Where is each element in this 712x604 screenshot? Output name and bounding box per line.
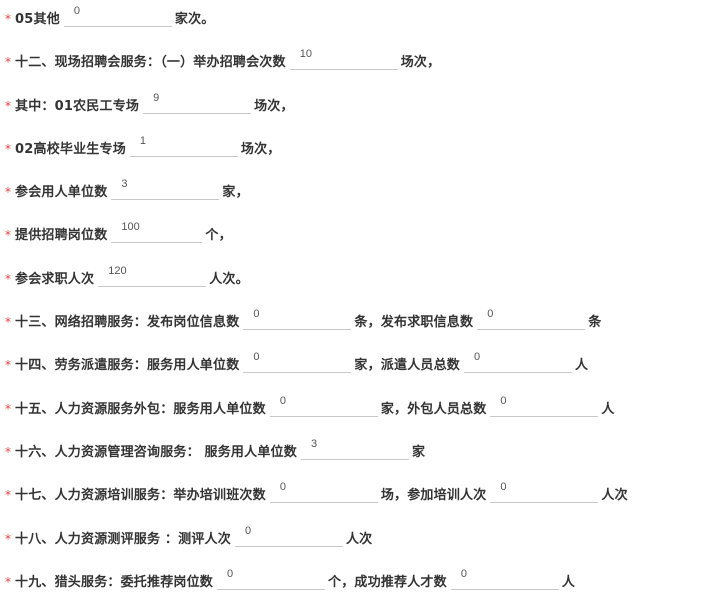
required-asterisk-icon: * (5, 574, 11, 589)
form-row: * 提供招聘岗位数 100 个， (0, 214, 712, 257)
unit-label: 家 (411, 444, 426, 460)
input-value: 0 (73, 5, 81, 17)
form-row: * 02高校毕业生专场 1 场次， (0, 128, 712, 171)
input-value: 0 (500, 394, 507, 407)
unit-label: 个， (205, 228, 232, 244)
number-input[interactable]: 120 (98, 265, 207, 287)
number-input[interactable]: 0 (490, 395, 599, 417)
unit-label: 场次， (240, 141, 281, 157)
number-input[interactable]: 1 (129, 135, 238, 157)
input-value: 0 (279, 481, 286, 494)
number-input[interactable]: 0 (217, 568, 326, 590)
form-row: * 十四、劳务派遣服务：服务用人单位数 0 家，派遣人员总数 0 人 (0, 344, 712, 387)
input-value: 3 (121, 178, 128, 191)
form-row: * 十九、猎头服务：委托推荐岗位数 0 个，成功推荐人才数 0 人 (0, 561, 712, 604)
form-row: * 参会用人单位数 3 家， (0, 171, 712, 214)
input-value: 0 (279, 394, 286, 407)
unit-label: 人 (561, 574, 576, 590)
form-row: * 十六、人力资源管理咨询服务： 服务用人单位数 3 家 (0, 431, 712, 474)
number-input[interactable]: 0 (490, 481, 599, 504)
input-value: 120 (108, 264, 127, 277)
number-input[interactable]: 0 (243, 308, 352, 331)
form-row: * 其中：01农民工专场 9 场次， (0, 84, 712, 127)
required-asterisk-icon: * (5, 444, 11, 459)
number-input[interactable]: 0 (477, 308, 586, 331)
unit-label: 人次 (601, 488, 628, 504)
required-asterisk-icon: * (5, 141, 11, 156)
field-label: 十二、现场招聘会服务：（一）举办招聘会次数 (15, 55, 286, 71)
input-value: 0 (474, 351, 481, 364)
required-asterisk-icon: * (5, 315, 11, 330)
form-row: * 十五、人力资源服务外包：服务用人单位数 0 家，外包人员总数 0 人 (0, 387, 712, 430)
form-row: * 十二、现场招聘会服务：（一）举办招聘会次数 10 场次， (0, 41, 712, 84)
form-row: * 十八、人力资源测评服务 ：测评人次 0 人次 (0, 517, 712, 560)
required-asterisk-icon: * (5, 401, 11, 416)
required-asterisk-icon: * (5, 358, 11, 373)
required-asterisk-icon: * (5, 185, 11, 200)
input-value: 0 (227, 567, 234, 580)
field-label: 02高校毕业生专场 (15, 141, 126, 157)
input-value: 9 (153, 91, 160, 104)
unit-label: 家次。 (174, 12, 215, 27)
unit-label: 场次， (400, 55, 441, 71)
required-asterisk-icon: * (5, 98, 11, 113)
unit-label: 人 (601, 401, 615, 417)
field-label: 十六、人力资源管理咨询服务： 服务用人单位数 (15, 444, 297, 460)
required-asterisk-icon: * (5, 55, 11, 70)
input-value: 100 (121, 221, 140, 234)
required-asterisk-icon: * (5, 271, 11, 286)
form-row: * 十七、人力资源培训服务：举办培训班次数 0 场，参加培训人次 0 人次 (0, 474, 712, 517)
unit-label: 人次。 (209, 271, 249, 287)
field-label: 十三、网络招聘服务：发布岗位信息数 (15, 315, 240, 331)
unit-label: 家，外包人员总数 (380, 401, 487, 417)
number-input[interactable]: 100 (111, 221, 203, 244)
field-label: 其中：01农民工专场 (15, 98, 140, 114)
required-asterisk-icon: * (5, 12, 11, 26)
required-asterisk-icon: * (5, 488, 11, 503)
field-label: 参会用人单位数 (15, 185, 108, 201)
input-value: 0 (253, 308, 260, 321)
input-value: 3 (310, 437, 318, 450)
number-input[interactable]: 0 (243, 351, 352, 374)
field-label: 十五、人力资源服务外包：服务用人单位数 (15, 401, 266, 417)
number-input[interactable]: 0 (464, 351, 573, 374)
input-value: 0 (253, 351, 260, 364)
input-value: 0 (244, 524, 252, 537)
input-value: 0 (487, 308, 494, 321)
unit-label: 人 (575, 358, 589, 374)
input-value: 10 (299, 48, 312, 61)
unit-label: 场，参加培训人次 (380, 488, 487, 504)
unit-label: 人次 (345, 531, 373, 547)
input-value: 0 (460, 567, 467, 580)
number-input[interactable]: 0 (450, 568, 559, 590)
unit-label: 个，成功推荐人才数 (328, 574, 447, 590)
field-label: 十八、人力资源测评服务 ：测评人次 (15, 531, 231, 547)
number-input[interactable]: 3 (300, 438, 409, 460)
field-label: 提供招聘岗位数 (15, 228, 108, 244)
number-input[interactable]: 10 (289, 48, 398, 71)
required-asterisk-icon: * (5, 228, 11, 243)
field-label: 十七、人力资源培训服务：举办培训班次数 (15, 488, 266, 504)
number-input[interactable]: 0 (269, 395, 378, 417)
input-value: 0 (500, 481, 507, 494)
number-input[interactable]: 0 (234, 525, 343, 547)
unit-label: 条 (588, 315, 602, 331)
field-label: 05其他 (15, 12, 60, 27)
field-label: 十四、劳务派遣服务：服务用人单位数 (15, 358, 240, 374)
form-row: * 05其他 0 家次。 (0, 5, 712, 41)
unit-label: 家， (222, 185, 249, 201)
required-asterisk-icon: * (5, 531, 11, 546)
number-input[interactable]: 9 (143, 92, 252, 114)
field-label: 十九、猎头服务：委托推荐岗位数 (15, 574, 214, 590)
input-value: 1 (139, 134, 147, 147)
unit-label: 场次， (254, 98, 294, 114)
number-input[interactable]: 3 (111, 178, 220, 201)
form-row: * 十三、网络招聘服务：发布岗位信息数 0 条，发布求职信息数 0 条 (0, 301, 712, 344)
number-input[interactable]: 0 (63, 5, 172, 27)
number-input[interactable]: 0 (269, 481, 378, 504)
field-label: 参会求职人次 (15, 271, 95, 287)
unit-label: 条，发布求职信息数 (354, 315, 474, 331)
form-row: * 参会求职人次 120 人次。 (0, 257, 712, 300)
unit-label: 家，派遣人员总数 (354, 358, 461, 374)
